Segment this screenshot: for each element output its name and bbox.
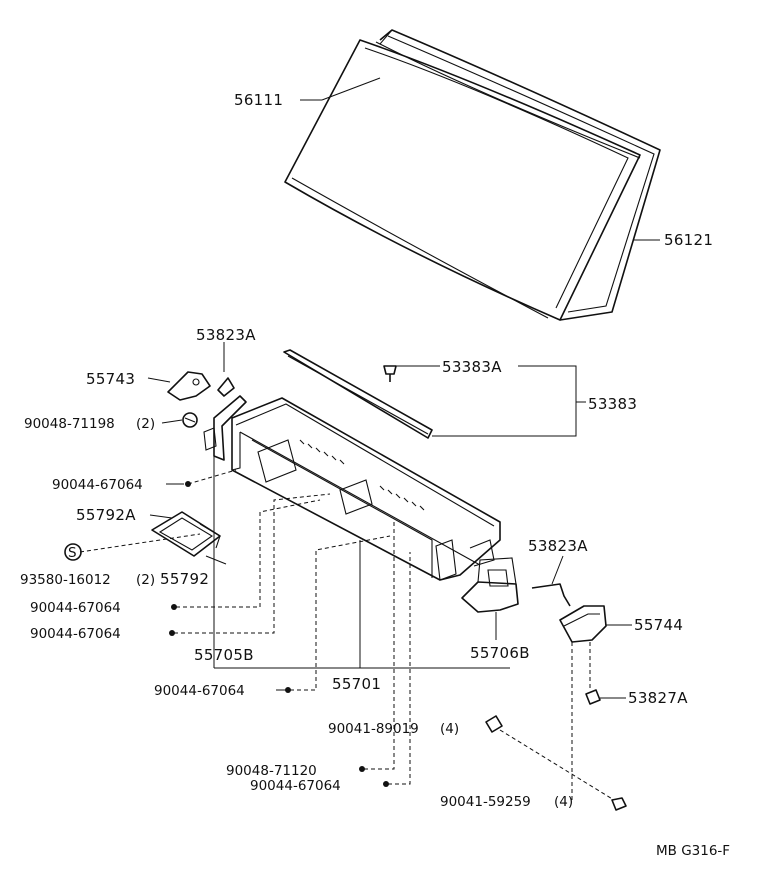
label-90044-67064-c: 90044-67064 bbox=[30, 626, 121, 642]
label-90044-67064-d: 90044-67064 bbox=[154, 683, 245, 699]
label-53827a: 53827A bbox=[628, 689, 688, 707]
fastener-53383a bbox=[383, 365, 397, 382]
label-53823a-top: 53823A bbox=[196, 326, 256, 344]
s-symbol: S bbox=[68, 545, 77, 561]
dashed-lines bbox=[79, 469, 615, 801]
label-qty-16012: (2) bbox=[136, 572, 155, 588]
leader-lines bbox=[147, 77, 660, 699]
windshield-glass bbox=[284, 39, 641, 321]
label-93580-16012: 93580-16012 bbox=[20, 572, 111, 588]
label-90044-67064-b: 90044-67064 bbox=[30, 600, 121, 616]
label-56111: 56111 bbox=[234, 91, 283, 109]
clip-59259 bbox=[611, 797, 627, 811]
label-53383: 53383 bbox=[588, 395, 637, 413]
label-90041-59259: 90041-59259 bbox=[440, 794, 531, 810]
label-90048-71120: 90048-71120 bbox=[226, 763, 317, 779]
moulding-strip bbox=[283, 349, 433, 439]
label-55792a: 55792A bbox=[76, 506, 136, 524]
bracket-right bbox=[461, 557, 519, 613]
drawing-code: MB G316-F bbox=[656, 843, 730, 859]
label-53823a-right: 53823A bbox=[528, 537, 588, 555]
label-56121: 56121 bbox=[664, 231, 713, 249]
hinge-left bbox=[167, 371, 235, 401]
label-55744: 55744 bbox=[634, 616, 683, 634]
clip-right bbox=[531, 583, 571, 607]
label-55705b: 55705B bbox=[194, 646, 254, 664]
clip-89019 bbox=[485, 715, 503, 733]
seal-55792 bbox=[151, 511, 221, 557]
label-55743: 55743 bbox=[86, 370, 135, 388]
weatherstrip bbox=[375, 29, 661, 321]
hinge-right bbox=[559, 605, 607, 643]
screw-71198 bbox=[182, 412, 198, 428]
small-screws bbox=[169, 481, 389, 787]
label-90044-67064-e: 90044-67064 bbox=[250, 778, 341, 794]
label-53383a: 53383A bbox=[442, 358, 502, 376]
label-90041-89019: 90041-89019 bbox=[328, 721, 419, 737]
label-qty-89019: (4) bbox=[440, 721, 459, 737]
label-qty-59259: (4) bbox=[554, 794, 573, 810]
label-90048-71198: 90048-71198 bbox=[24, 416, 115, 432]
grommet-53827a bbox=[585, 689, 601, 705]
label-90044-67064-a: 90044-67064 bbox=[52, 477, 143, 493]
label-55706b: 55706B bbox=[470, 644, 530, 662]
label-55701: 55701 bbox=[332, 675, 381, 693]
label-qty-71198: (2) bbox=[136, 416, 155, 432]
label-55792: 55792 bbox=[160, 570, 209, 588]
s-symbol-circle bbox=[64, 543, 82, 561]
cowl-panel bbox=[231, 397, 501, 581]
